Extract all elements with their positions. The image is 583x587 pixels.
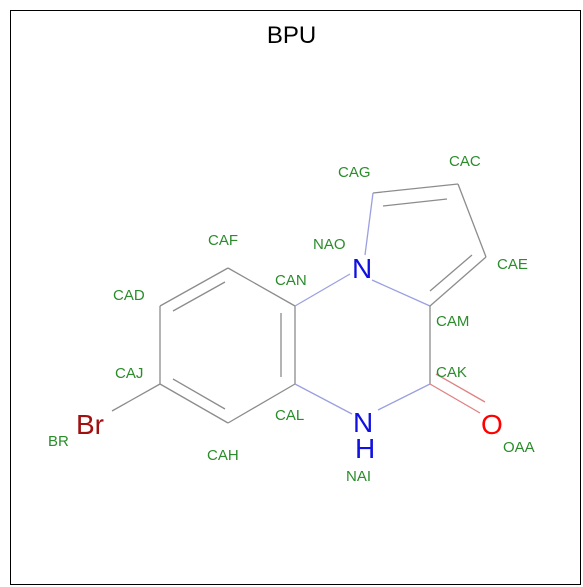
bond-cag-cac xyxy=(372,183,459,194)
bond-caj-cah-inner xyxy=(172,378,226,410)
atom-label-caf: CAF xyxy=(208,232,238,249)
bond-cae-cam xyxy=(429,256,487,307)
atom-label-cad: CAD xyxy=(113,287,145,304)
atom-label-cal: CAL xyxy=(275,407,304,424)
bond-cak-oaa-double xyxy=(435,373,486,403)
atom-label-cac: CAC xyxy=(449,153,481,170)
atom-label-oaa: OAA xyxy=(503,439,535,456)
bond-caf-cad xyxy=(159,267,229,307)
bond-nai-cak xyxy=(377,383,431,411)
bromine-symbol: Br xyxy=(76,409,104,440)
bond-cae-cam-inner xyxy=(429,254,473,292)
bond-caj-br xyxy=(111,383,161,412)
bond-cag-cac-inner xyxy=(382,198,448,207)
bond-can-nao xyxy=(294,273,351,307)
diagram-title: BPU xyxy=(266,22,317,49)
bond-cah-cal xyxy=(227,383,296,424)
diagram-frame xyxy=(10,10,581,585)
nitrogen-ring-symbol: N xyxy=(352,253,372,284)
bond-nao-cam xyxy=(371,279,431,307)
atom-label-nai: NAI xyxy=(346,468,371,485)
atom-label-br: BR xyxy=(48,433,69,450)
atom-label-cak: CAK xyxy=(436,364,467,381)
nitrogen-amide-hydrogen-symbol: H xyxy=(355,433,375,464)
atom-label-caj: CAJ xyxy=(115,365,143,382)
atom-label-nao: NAO xyxy=(313,236,346,253)
nitrogen-amide-symbol: N xyxy=(353,407,373,438)
atom-labels: CAG CAC CAE CAF NAO CAN CAD CAM CAJ CAK … xyxy=(48,153,535,485)
atom-label-cam: CAM xyxy=(436,313,469,330)
bond-cak-oaa xyxy=(429,383,481,414)
atom-label-cah: CAH xyxy=(207,447,239,464)
bond-can-caf xyxy=(227,267,296,307)
oxygen-symbol: O xyxy=(481,409,503,440)
atom-label-cag: CAG xyxy=(338,164,371,181)
atom-label-can: CAN xyxy=(275,272,307,289)
bonds xyxy=(111,183,487,424)
bond-cac-cae xyxy=(457,183,487,258)
atom-label-cae: CAE xyxy=(497,256,528,273)
bond-cal-nai xyxy=(294,383,353,415)
bond-caf-cad-inner xyxy=(172,281,226,312)
bond-caj-cah xyxy=(159,383,229,424)
bond-nao-cag xyxy=(364,192,374,256)
